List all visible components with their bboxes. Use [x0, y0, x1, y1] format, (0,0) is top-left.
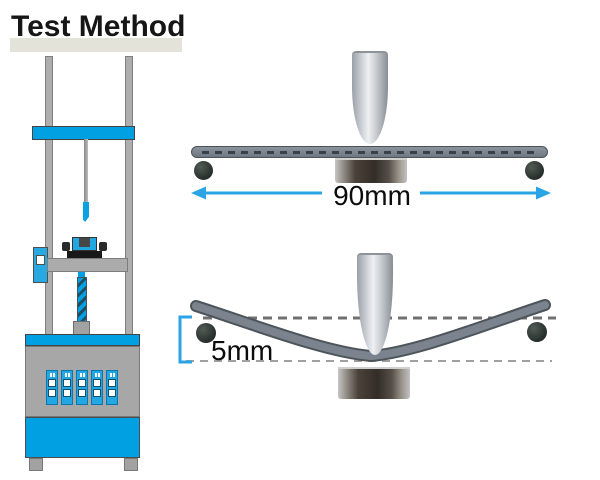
control-panel — [46, 370, 118, 405]
machine-sensor-box — [33, 247, 48, 283]
center-anvil — [335, 158, 407, 183]
support-roller-right — [527, 322, 547, 342]
loading-probe — [357, 253, 393, 355]
machine-foot-right — [124, 458, 138, 471]
specimen-centerline — [202, 151, 537, 154]
machine-crossbeam — [32, 126, 135, 140]
machine-column-right — [125, 56, 133, 335]
machine-base-top-strip — [25, 334, 140, 346]
span-arrow-left — [191, 186, 322, 200]
support-roller-right — [525, 161, 544, 180]
control-switch — [76, 370, 88, 405]
control-switch — [106, 370, 118, 405]
title-highlight-bar — [10, 38, 182, 52]
machine-sensor-window — [36, 255, 45, 265]
span-dimension-label: 90mm — [333, 180, 411, 211]
lead-screw — [77, 277, 87, 322]
lead-screw-collar — [73, 321, 90, 335]
center-anvil — [338, 367, 410, 399]
span-arrow-right — [420, 186, 551, 200]
loading-probe — [352, 51, 388, 144]
vise-bolt-right — [99, 242, 107, 251]
vise-bolt-left — [62, 242, 70, 251]
machine-probe-tip — [83, 202, 89, 222]
machine-platform — [47, 258, 128, 272]
control-switch — [46, 370, 58, 405]
machine-probe-rod — [84, 139, 88, 203]
page-title: Test Method — [11, 10, 186, 43]
machine-base-bottom-band — [25, 417, 140, 458]
control-switch — [91, 370, 103, 405]
machine-foot-left — [29, 458, 43, 471]
specimen-vise — [72, 237, 97, 251]
vise-slot — [79, 238, 90, 247]
control-switch — [61, 370, 73, 405]
lead-screw-stub — [78, 272, 85, 277]
vise-base-plate — [67, 251, 102, 258]
support-roller-left — [194, 161, 213, 180]
deflection-bracket — [178, 315, 192, 364]
deflection-dimension-label: 5mm — [211, 335, 274, 366]
machine-column-left — [45, 56, 53, 335]
specimen-bar — [191, 146, 548, 158]
